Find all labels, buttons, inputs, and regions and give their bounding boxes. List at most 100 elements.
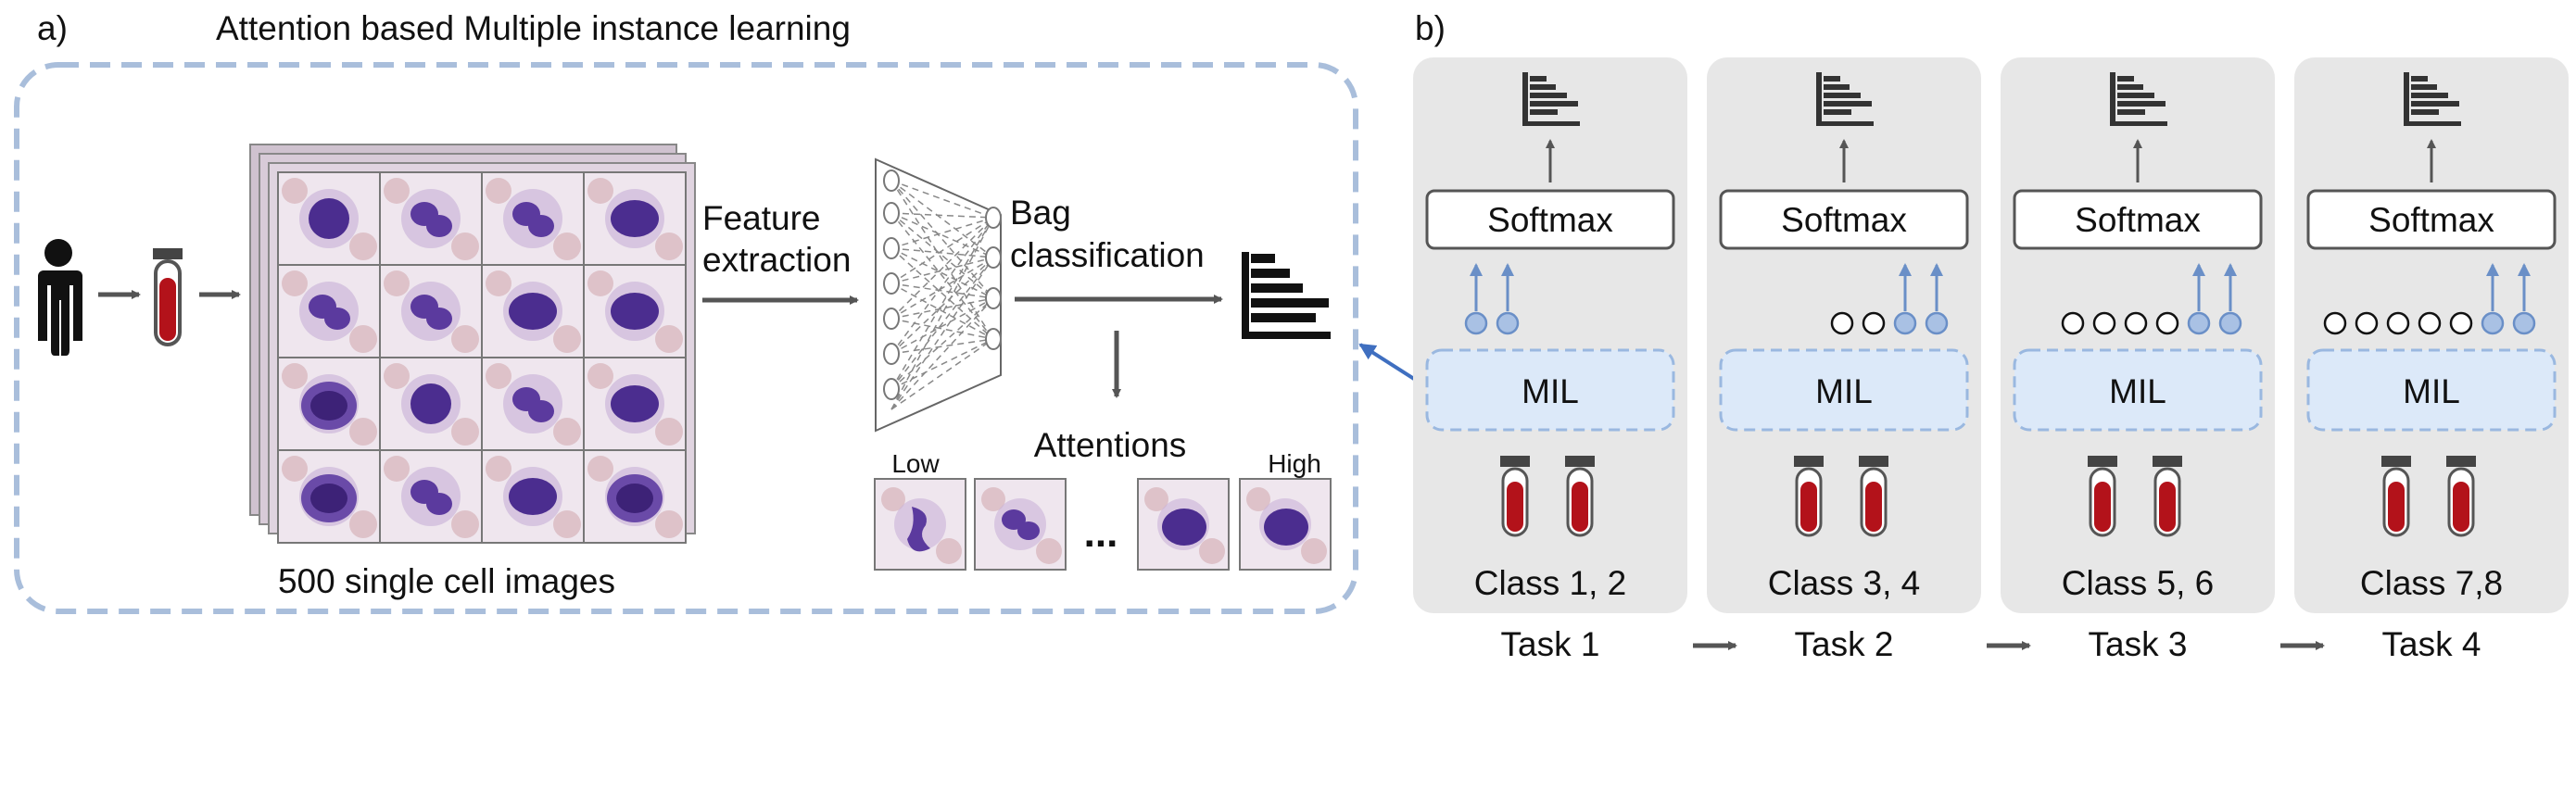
task-label: Task 2 [1795, 625, 1894, 663]
output-bar-chart-icon [2110, 72, 2167, 126]
inactive-output-node [1830, 311, 1854, 335]
attention-low-label: Low [891, 449, 940, 478]
network-node [883, 378, 900, 400]
attention-ranked-cells [874, 478, 1332, 571]
cell-image-tile [277, 171, 381, 266]
inactive-output-node [2155, 311, 2179, 335]
cell-image-tile [481, 449, 585, 544]
panel-a-dashed-frame [14, 62, 1358, 614]
output-bar-chart-icon [1816, 72, 1874, 126]
active-output-node [1925, 311, 1949, 335]
cell-image-tile [379, 171, 483, 266]
feature-label-line1: Feature [702, 199, 821, 237]
cell-image-tile [277, 449, 381, 544]
attention-cell-image [974, 478, 1067, 571]
inactive-output-node [1862, 311, 1886, 335]
task-label: Task 1 [1501, 625, 1600, 663]
attention-cell-image [874, 478, 966, 571]
output-bar-chart-icon [1522, 72, 1580, 126]
active-output-node [1496, 311, 1520, 335]
cell-image-tile [583, 357, 687, 451]
inactive-output-node [2386, 311, 2410, 335]
blood-tube-icon [1565, 456, 1595, 537]
network-node [985, 246, 1002, 269]
cell-image-tile [481, 357, 585, 451]
task-label: Task 4 [2382, 625, 2481, 663]
task-label: Task 3 [2089, 625, 2188, 663]
mil-label: MIL [2109, 372, 2166, 410]
panel-a-label: a) [37, 9, 68, 47]
mil-box [2306, 348, 2557, 432]
network-node [883, 343, 900, 365]
cells-caption: 500 single cell images [278, 562, 615, 600]
cell-image-tile [481, 264, 585, 358]
inactive-output-node [2092, 311, 2116, 335]
softmax-box [1425, 189, 1675, 250]
active-output-node [1464, 311, 1488, 335]
mil-box [2013, 348, 2263, 432]
cell-image-tile [583, 449, 687, 544]
softmax-label: Softmax [1781, 201, 1907, 239]
network-node [883, 170, 900, 192]
blood-tube-icon [2381, 456, 2411, 537]
cell-image-tile [277, 264, 381, 358]
class-label: Class 3, 4 [1768, 564, 1921, 602]
output-bar-chart-icon [2404, 72, 2461, 126]
inactive-output-node [2323, 311, 2347, 335]
active-output-node [2481, 311, 2505, 335]
cell-image-tile [379, 264, 483, 358]
inactive-output-node [2449, 311, 2473, 335]
blood-tube-icon [2088, 456, 2117, 537]
single-cell-image-grid [277, 171, 687, 544]
network-node [883, 202, 900, 224]
mil-label: MIL [1815, 372, 1873, 410]
active-output-node [2218, 311, 2242, 335]
cell-image-tile [481, 171, 585, 266]
attention-ellipsis: ... [1084, 510, 1118, 556]
bag-label-line2: classification [1010, 236, 1205, 274]
network-node [883, 237, 900, 259]
cell-image-tile [583, 171, 687, 266]
network-node [985, 207, 1002, 229]
cell-image-tile [583, 264, 687, 358]
softmax-box [2013, 189, 2263, 250]
inactive-output-node [2061, 311, 2085, 335]
network-node [985, 328, 1002, 350]
softmax-label: Softmax [2075, 201, 2201, 239]
class-label: Class 7,8 [2360, 564, 2503, 602]
softmax-label: Softmax [1487, 201, 1613, 239]
class-label: Class 5, 6 [2062, 564, 2215, 602]
network-node [985, 287, 1002, 309]
person-icon [38, 239, 82, 356]
softmax-label: Softmax [2368, 201, 2494, 239]
active-output-node [2512, 311, 2536, 335]
attention-cell-image [1239, 478, 1332, 571]
attention-cell-image [1137, 478, 1230, 571]
class-label: Class 1, 2 [1474, 564, 1627, 602]
blood-tube-icon [2153, 456, 2182, 537]
active-output-node [2187, 311, 2211, 335]
blood-tube-icon [1794, 456, 1824, 537]
cell-image-tile [277, 357, 381, 451]
inactive-output-node [2418, 311, 2442, 335]
active-output-node [1893, 311, 1917, 335]
feature-label-line2: extraction [702, 241, 851, 279]
bag-label-line1: Bag [1010, 194, 1071, 232]
cell-image-tile [379, 357, 483, 451]
softmax-box [1719, 189, 1969, 250]
attentions-label: Attentions [1034, 426, 1187, 464]
inactive-output-node [2355, 311, 2379, 335]
blood-tube-icon [153, 248, 183, 346]
blood-tube-icon [1500, 456, 1530, 537]
mil-label: MIL [2403, 372, 2460, 410]
blood-tube-icon [1859, 456, 1888, 537]
mil-label: MIL [1522, 372, 1579, 410]
cell-image-tile [379, 449, 483, 544]
blood-tube-icon [2446, 456, 2476, 537]
